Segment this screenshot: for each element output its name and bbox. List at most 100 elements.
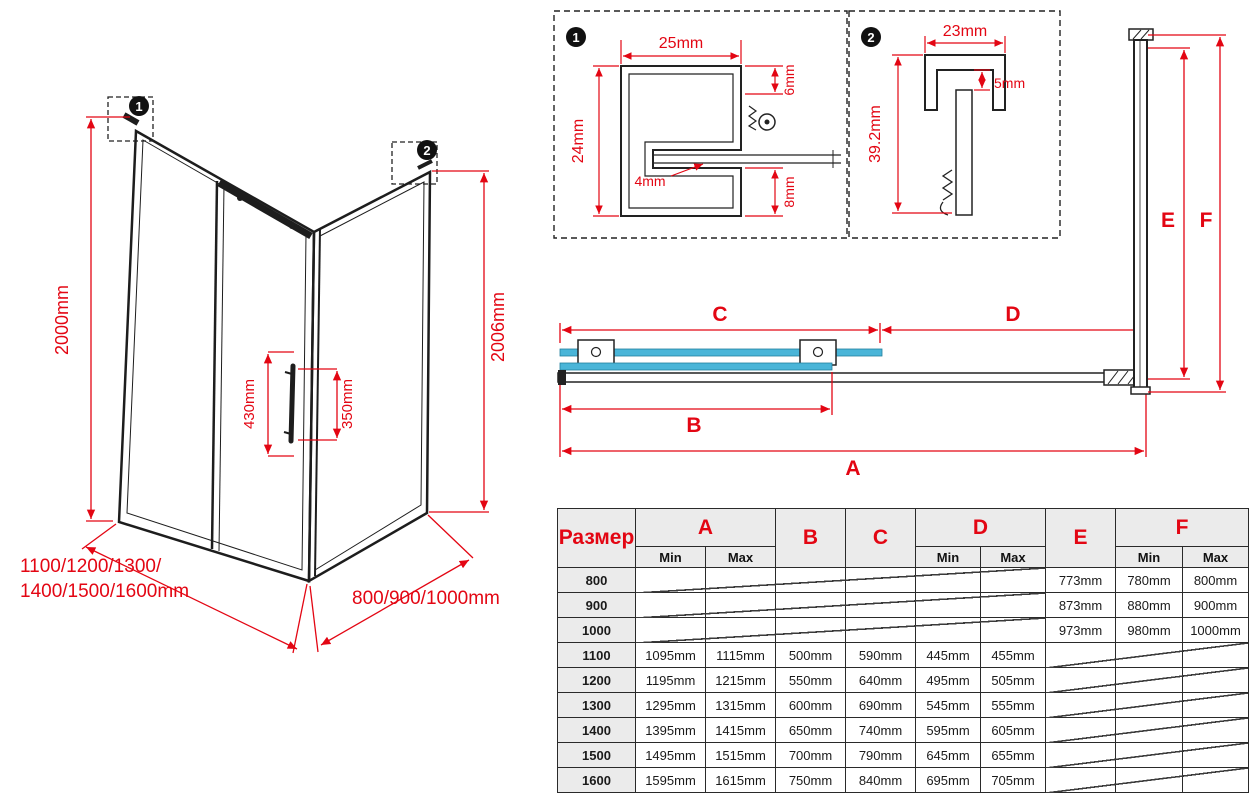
detail-2-border: [848, 10, 1061, 239]
fixed-glass: [559, 348, 883, 357]
ef-dimension-labels: E F: [1161, 209, 1213, 232]
empty-cell: [1182, 742, 1249, 768]
size-cell: 900: [557, 592, 636, 618]
value-cell: 545mm: [915, 692, 981, 718]
value-cell: 455mm: [980, 642, 1046, 668]
marker-1-icon: [566, 27, 586, 47]
value-cell: 590mm: [845, 642, 916, 668]
empty-cell: [1045, 717, 1116, 743]
dim-c-label: C: [712, 303, 727, 326]
handle-mount: [283, 431, 292, 435]
dim-b-label: B: [686, 414, 701, 437]
empty-cell: [980, 592, 1046, 618]
door-stile-inner: [218, 184, 225, 552]
empty-cell: [980, 617, 1046, 643]
value-cell: 555mm: [980, 692, 1046, 718]
detail-1-gap-top-label: 6mm: [781, 64, 797, 95]
track-assembly: [557, 339, 1148, 386]
height-right-label: 2006mm: [488, 292, 508, 362]
value-cell: 780mm: [1115, 567, 1183, 593]
value-cell: 1195mm: [635, 667, 706, 693]
value-cell: 595mm: [915, 717, 981, 743]
detail-view-2: 2 23mm 5mm 39.2mm: [848, 10, 1061, 239]
empty-cell: [1115, 667, 1183, 693]
value-cell: 640mm: [845, 667, 916, 693]
ef-dimensions: [1148, 34, 1226, 393]
value-cell: 445mm: [915, 642, 981, 668]
value-cell: 1395mm: [635, 717, 706, 743]
col-header-d: D: [915, 508, 1046, 547]
detail-1-dimensions: [593, 40, 783, 217]
empty-cell: [1115, 642, 1183, 668]
height-left-label: 2000mm: [52, 285, 72, 355]
door-stile: [210, 180, 219, 550]
empty-cell: [1115, 767, 1183, 793]
empty-cell: [635, 592, 706, 618]
empty-cell: [1115, 742, 1183, 768]
value-cell: 550mm: [775, 667, 846, 693]
empty-cell: [635, 617, 706, 643]
bottom-rail: [557, 372, 1148, 383]
value-cell: 750mm: [775, 767, 846, 793]
dim-f-label: F: [1200, 209, 1213, 232]
roller-icon: [237, 195, 243, 201]
dim-d-label: D: [1005, 303, 1020, 326]
roller-block: [799, 339, 837, 366]
empty-cell: [980, 567, 1046, 593]
value-cell: 650mm: [775, 717, 846, 743]
detail-2-dimensions: [892, 36, 1006, 214]
size-cell: 1500: [557, 742, 636, 768]
detail-2-marker-label: 2: [867, 30, 874, 45]
spring-icon: [747, 105, 758, 131]
empty-cell: [775, 592, 846, 618]
empty-cell: [705, 617, 776, 643]
value-cell: 1315mm: [705, 692, 776, 718]
clip-hook: [939, 201, 949, 216]
profile-bottom: [1130, 386, 1151, 395]
handle-height-label: 430mm: [241, 379, 258, 429]
table-row: 900 873mm 880mm 900mm: [557, 592, 1249, 618]
side-panel: [307, 169, 432, 584]
table-row: 800 773mm 780mm 800mm: [557, 567, 1249, 593]
rail-end-cap: [558, 370, 566, 385]
width-options-line2: 1400/1500/1600mm: [20, 581, 189, 602]
value-cell: 1115mm: [705, 642, 776, 668]
roller-wheel-icon: [590, 346, 602, 358]
value-cell: 645mm: [915, 742, 981, 768]
min-header: Min: [635, 546, 706, 568]
value-cell: 873mm: [1045, 592, 1116, 618]
detail-1-dimension-labels: 25mm 24mm 4mm 6mm 8mm: [570, 35, 797, 208]
value-cell: 1000mm: [1182, 617, 1249, 643]
value-cell: 1595mm: [635, 767, 706, 793]
value-cell: 1415mm: [705, 717, 776, 743]
max-header: Max: [705, 546, 776, 568]
empty-cell: [1045, 692, 1116, 718]
door-glass: [559, 362, 833, 371]
table-row: 1000 973mm 980mm 1000mm: [557, 617, 1249, 643]
table-row: 1200 1195mm 1215mm 550mm 640mm 495mm 505…: [557, 667, 1249, 693]
glass-panel: [955, 89, 973, 216]
empty-cell: [1045, 742, 1116, 768]
dim-e-label: E: [1161, 209, 1175, 232]
value-cell: 840mm: [845, 767, 916, 793]
table-row: 1100 1095mm 1115mm 500mm 590mm 445mm 455…: [557, 642, 1249, 668]
col-header-c: C: [845, 508, 916, 568]
detail-2-gap-label: 5mm: [994, 75, 1025, 91]
detail-1-gap-bottom-label: 8mm: [781, 176, 797, 207]
marker-2-icon: [861, 27, 881, 47]
col-header-b: B: [775, 508, 846, 568]
detail-2-height-label: 39.2mm: [867, 105, 884, 163]
profile-section-2: [924, 54, 1006, 216]
value-cell: 1095mm: [635, 642, 706, 668]
empty-cell: [915, 592, 981, 618]
empty-cell: [705, 567, 776, 593]
depth-options-label: 800/900/1000mm: [352, 588, 500, 609]
handle-mount: [284, 371, 293, 375]
empty-cell: [1182, 692, 1249, 718]
max-header: Max: [980, 546, 1046, 568]
iso-dimension-labels: 2000mm 2006mm 430mm 350mm 1100/1200/1300…: [20, 285, 508, 609]
table-row: 1600 1595mm 1615mm 750mm 840mm 695mm 705…: [557, 767, 1249, 793]
value-cell: 773mm: [1045, 567, 1116, 593]
shower-enclosure-drawing: [117, 112, 433, 584]
empty-cell: [845, 567, 916, 593]
